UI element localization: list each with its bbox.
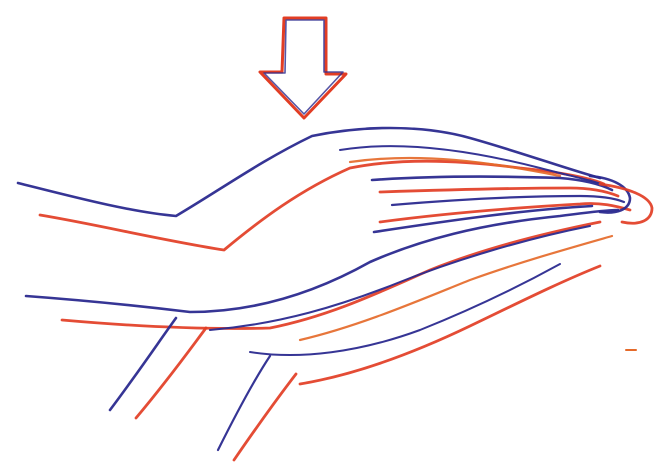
down-arrow-icon [260,18,346,118]
fingertip-outline [590,176,652,223]
wrist-outline [110,264,600,460]
